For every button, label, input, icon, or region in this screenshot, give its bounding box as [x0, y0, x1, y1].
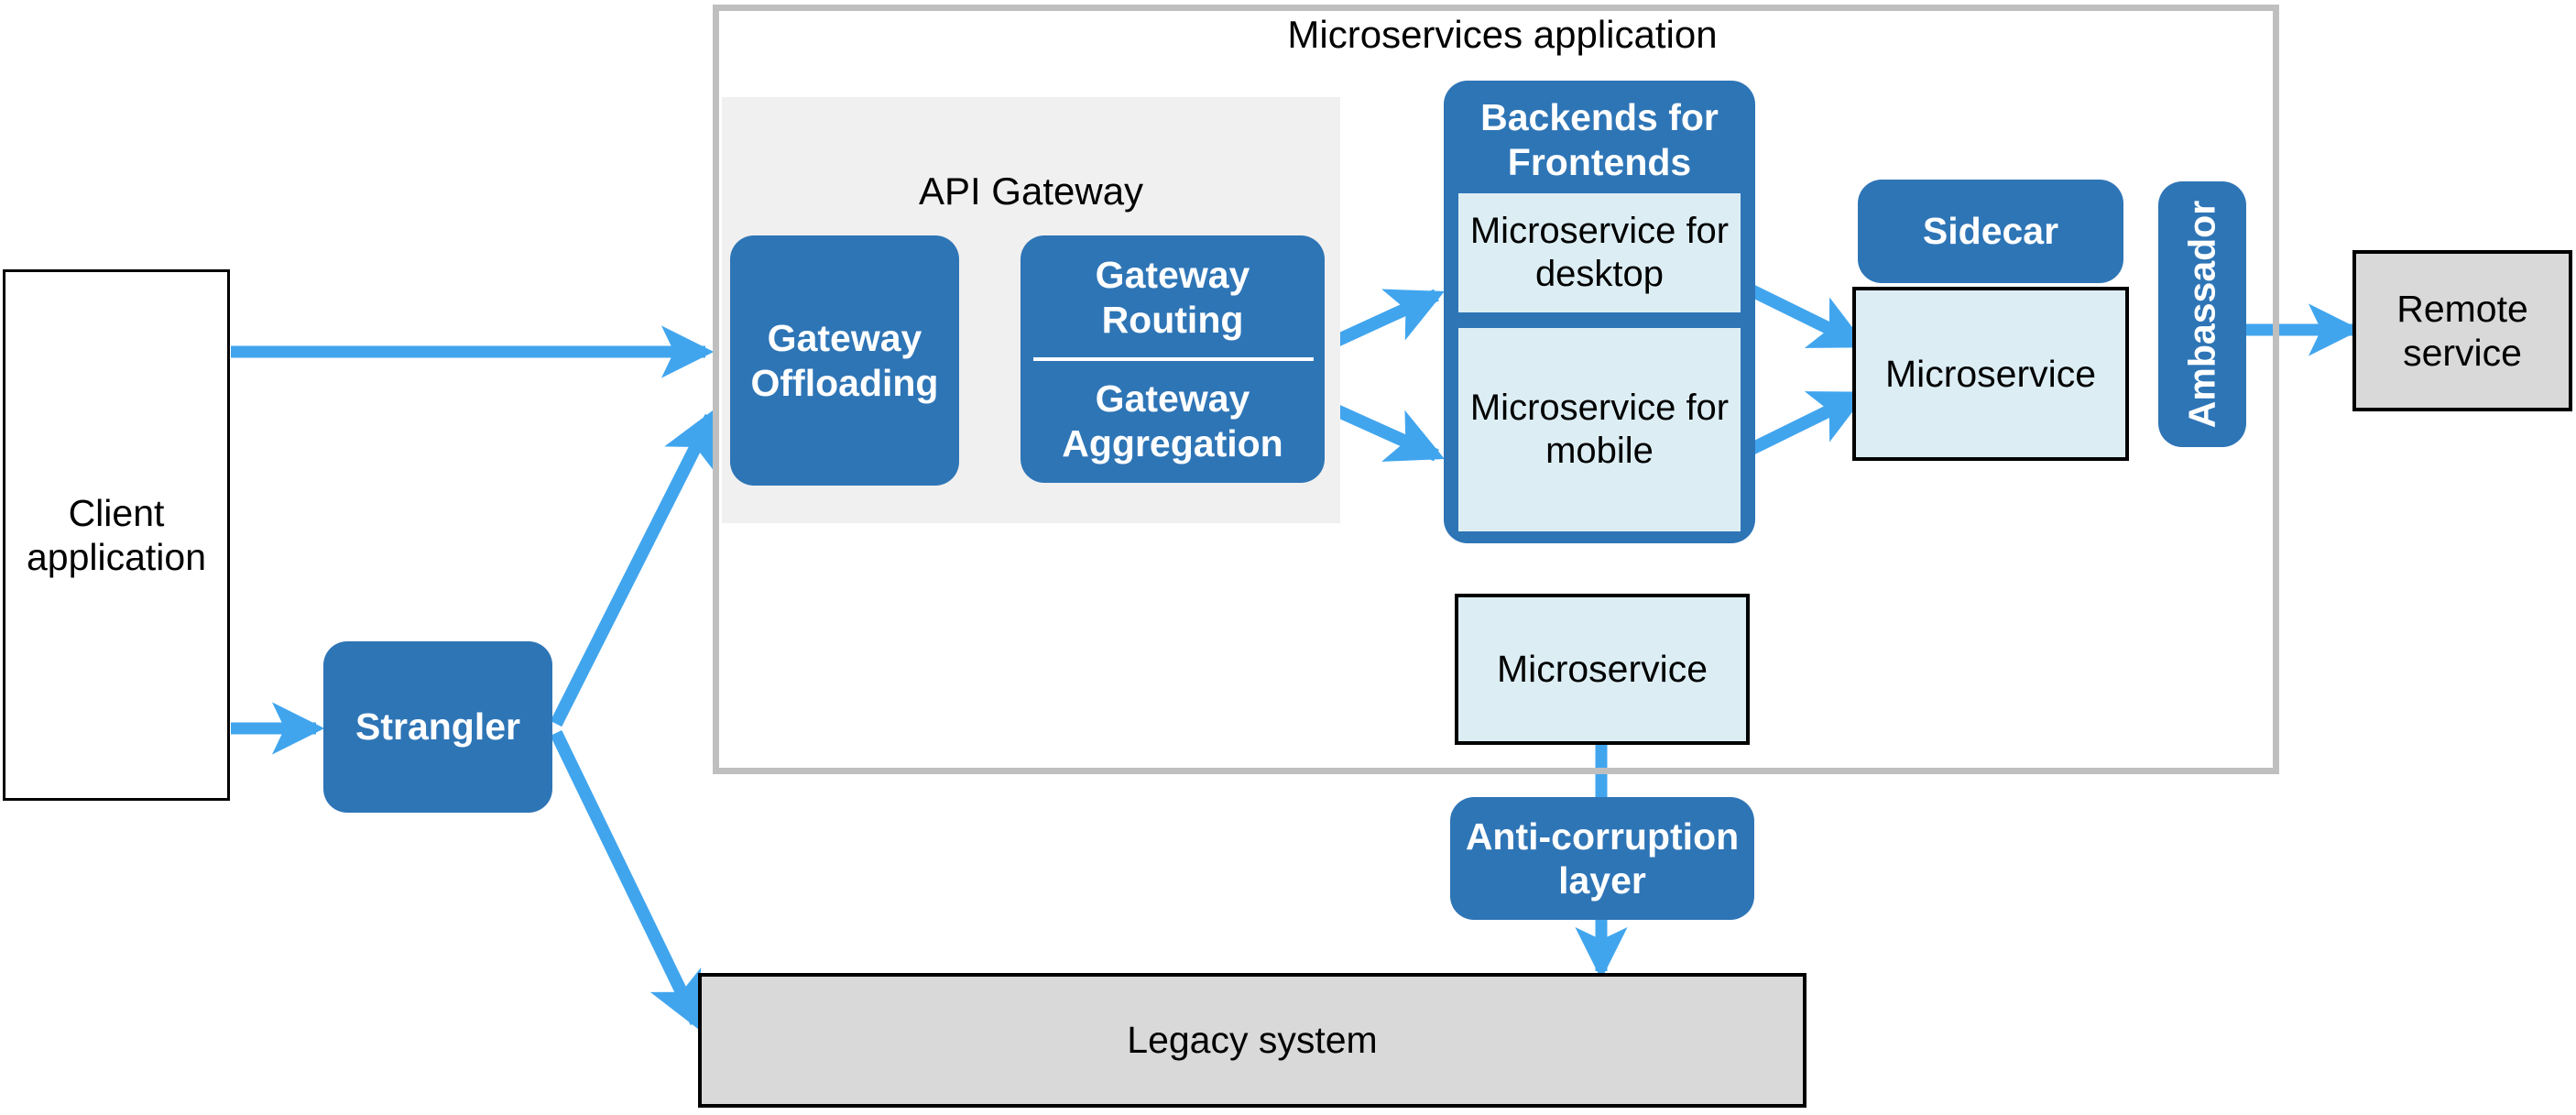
- microservice-desktop-label-line2: desktop: [1534, 254, 1665, 294]
- microservice-for-desktop-node: Microservice for desktop: [1458, 193, 1741, 312]
- sidecar-label: Sidecar: [1922, 210, 2059, 253]
- microservice-mobile-label-line2: mobile: [1545, 431, 1654, 471]
- microservice-mobile-label-line1: Microservice for: [1469, 387, 1730, 428]
- api-gateway-label: API Gateway: [918, 169, 1144, 213]
- client-application-label-line1: Client: [68, 491, 165, 534]
- arrow-strangler-to-gateway-offloading: [550, 409, 717, 727]
- gateway-split-divider: [1033, 357, 1314, 361]
- bff-title-line1: Backends for: [1480, 96, 1719, 138]
- legacy-system-label: Legacy system: [1127, 1019, 1378, 1062]
- microservices-application-title: Microservices application: [1287, 13, 1718, 56]
- gateway-routing-label-line1: Gateway: [1095, 254, 1250, 297]
- gateway-routing-label-line2: Routing: [1101, 298, 1244, 341]
- legacy-system-node: Legacy system: [698, 973, 1806, 1108]
- ambassador-label: Ambassador: [2180, 200, 2223, 429]
- arrow-strangler-to-legacy-system: [550, 729, 703, 1031]
- gateway-routing-half: Gateway Routing: [1021, 235, 1325, 359]
- ambassador-node: Ambassador: [2158, 181, 2246, 447]
- gateway-aggregation-label-line1: Gateway: [1095, 377, 1250, 421]
- strangler-node: Strangler: [323, 641, 552, 813]
- remote-service-label-line1: Remote: [2396, 287, 2528, 330]
- client-application-label-line2: application: [26, 536, 207, 578]
- microservice-center-node: Microservice: [1852, 287, 2129, 461]
- gateway-aggregation-half: Gateway Aggregation: [1021, 359, 1325, 483]
- client-application-node: Client application: [3, 269, 230, 801]
- backends-for-frontends-title: Backends for Frontends: [1444, 95, 1755, 185]
- anti-corruption-label-line2: layer: [1558, 859, 1646, 902]
- gateway-offloading-label-line2: Offloading: [750, 361, 939, 404]
- microservice-center-label: Microservice: [1884, 352, 2097, 395]
- gateway-offloading-node: Gateway Offloading: [730, 235, 959, 486]
- bff-title-line2: Frontends: [1507, 141, 1692, 184]
- gateway-aggregation-label-line2: Aggregation: [1062, 421, 1283, 465]
- sidecar-node: Sidecar: [1858, 180, 2123, 283]
- microservice-lower-label: Microservice: [1496, 648, 1708, 691]
- gateway-offloading-label-line1: Gateway: [767, 317, 922, 360]
- anti-corruption-label-line1: Anti-corruption: [1465, 814, 1740, 858]
- strangler-label: Strangler: [355, 705, 520, 749]
- microservice-lower-node: Microservice: [1455, 594, 1750, 745]
- remote-service-node: Remote service: [2352, 250, 2572, 411]
- microservice-desktop-label-line1: Microservice for: [1469, 210, 1730, 251]
- microservices-application-container: [713, 5, 2279, 774]
- gateway-routing-aggregation-node: Gateway Routing Gateway Aggregation: [1021, 235, 1325, 483]
- microservice-for-mobile-node: Microservice for mobile: [1458, 328, 1741, 531]
- remote-service-label-line2: service: [2403, 332, 2522, 374]
- anti-corruption-layer-node: Anti-corruption layer: [1450, 797, 1754, 920]
